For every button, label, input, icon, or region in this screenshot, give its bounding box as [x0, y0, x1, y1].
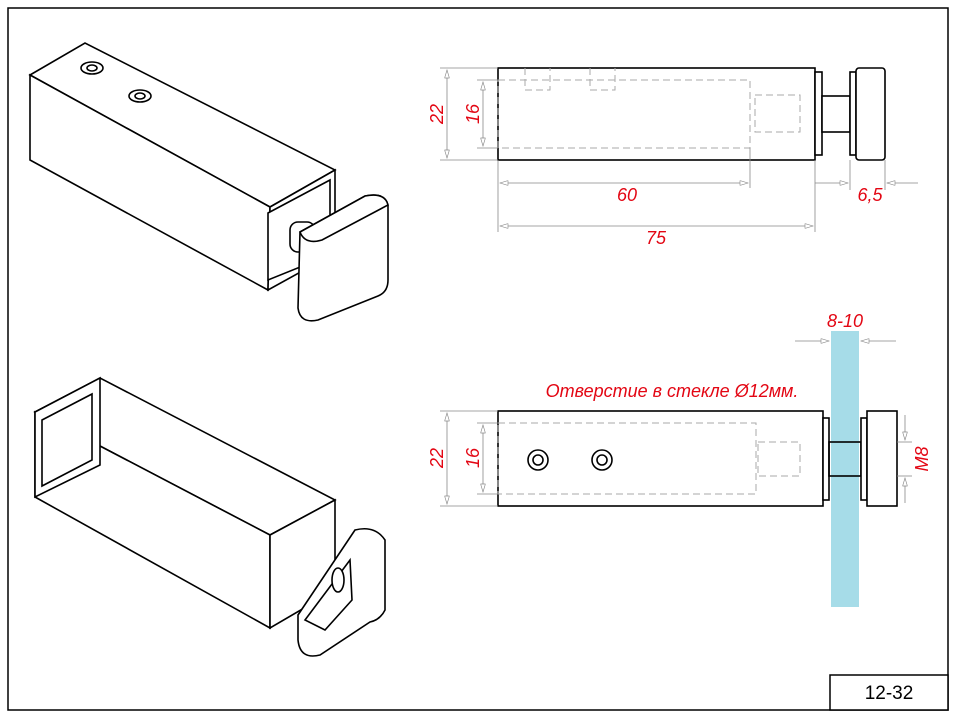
dim-glass-thickness: 8-10: [827, 311, 863, 331]
glass-hole-note: Отверстие в стекле Ø12мм.: [546, 381, 799, 401]
frame-border: [7, 7, 949, 711]
side-view-top: 22 16 60 75 6,5: [427, 67, 918, 248]
dim-height-outer: 22: [427, 448, 447, 469]
dim-thread: M8: [912, 446, 932, 471]
dim-height-inner: 16: [463, 447, 483, 468]
dim-height-inner: 16: [463, 103, 483, 124]
isometric-view-closed: [28, 42, 389, 322]
isometric-view-open: [33, 376, 386, 657]
side-view-glass: 8-10 Отверстие в стекле Ø12мм. 22 16 M8: [427, 311, 932, 607]
dim-length-inner: 60: [617, 185, 637, 205]
dim-length-total: 75: [646, 228, 667, 248]
drawing-code: 12-32: [865, 683, 914, 704]
dim-cap: 6,5: [857, 185, 883, 205]
glass-panel: [831, 331, 859, 607]
title-block: [829, 674, 949, 711]
dim-height-outer: 22: [427, 104, 447, 125]
